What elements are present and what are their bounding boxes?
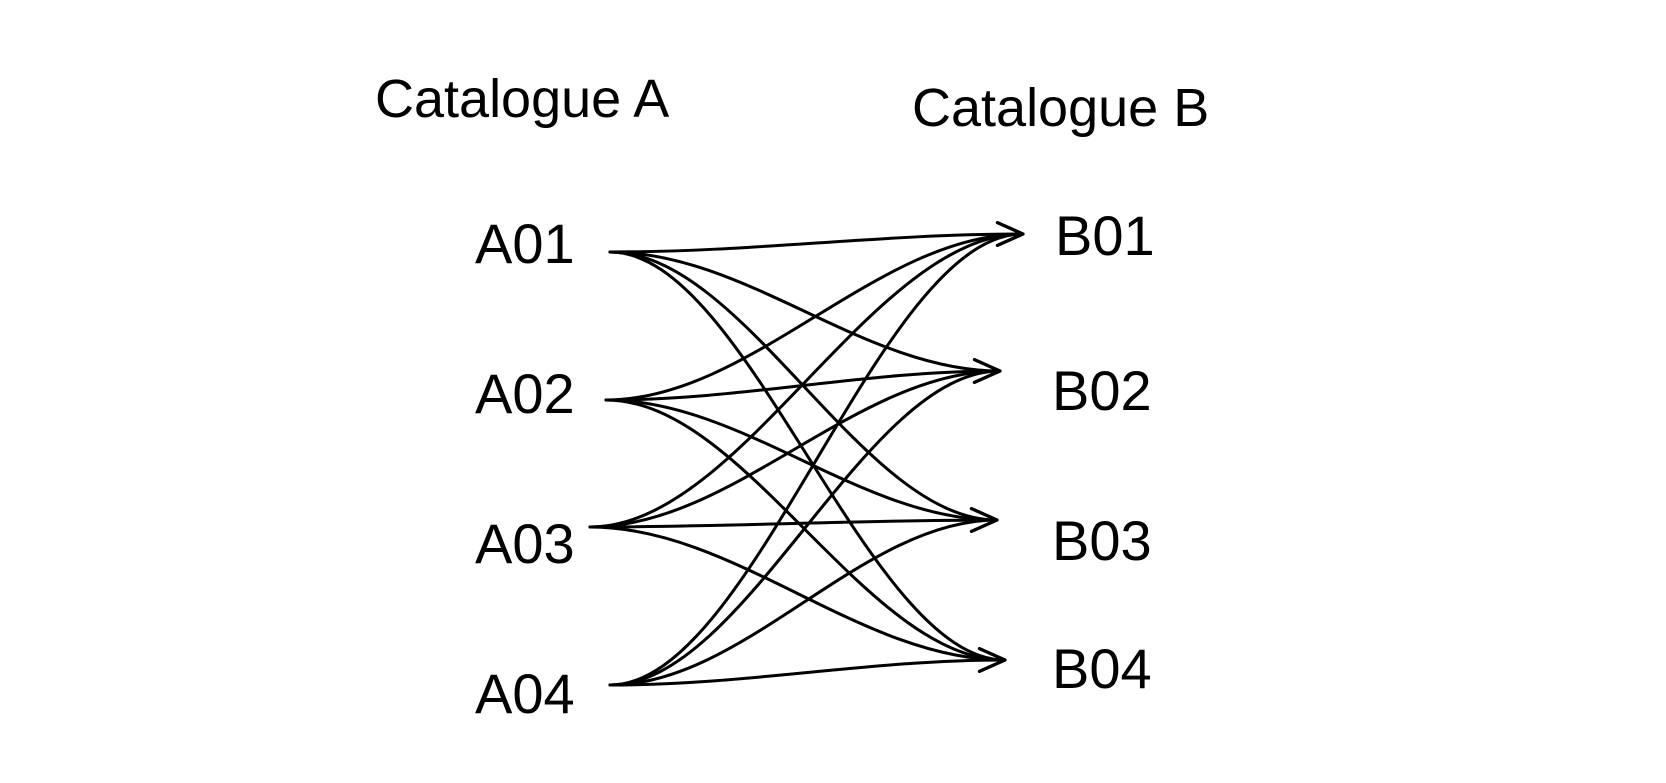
node-a04: A04 xyxy=(475,662,575,725)
node-b02: B02 xyxy=(1052,359,1152,422)
arrowhead-a04-b03-1 xyxy=(969,507,999,522)
node-b03: B03 xyxy=(1052,509,1152,572)
node-b01: B01 xyxy=(1055,204,1155,267)
edge-a04-b01 xyxy=(608,232,1025,687)
node-a02: A02 xyxy=(475,362,575,425)
catalogue-b-title: Catalogue B xyxy=(912,78,1209,138)
catalogue-a-title: Catalogue A xyxy=(375,69,669,129)
edge-a01-b04 xyxy=(608,250,1007,662)
edge-a02-b01 xyxy=(604,232,1025,402)
edge-a03-b03 xyxy=(588,518,999,529)
arrowhead-a04-b02-0 xyxy=(972,369,1002,384)
node-a01: A01 xyxy=(475,212,575,275)
edge-a02-b04 xyxy=(604,398,1007,662)
edge-a03-b04 xyxy=(588,525,1007,662)
node-a03: A03 xyxy=(475,512,575,575)
edge-a04-b03 xyxy=(608,518,999,687)
arrowhead-a04-b01-0 xyxy=(995,232,1025,247)
edge-a03-b02 xyxy=(588,369,1002,529)
edge-a04-b04 xyxy=(608,658,1007,687)
node-b04: B04 xyxy=(1052,637,1152,700)
arrowhead-a04-b01-1 xyxy=(995,221,1025,236)
edges-layer xyxy=(588,221,1025,687)
edge-a01-b01 xyxy=(608,232,1025,254)
arrowhead-a04-b04-1 xyxy=(977,647,1007,662)
edge-a03-b01 xyxy=(588,232,1025,529)
arrowhead-a04-b03-0 xyxy=(969,518,999,533)
arrowhead-a04-b04-0 xyxy=(977,658,1007,673)
edge-a04-b02 xyxy=(608,369,1002,687)
edge-a01-b02 xyxy=(608,250,1002,373)
arrowhead-a04-b02-1 xyxy=(972,358,1002,373)
edge-a02-b03 xyxy=(604,398,999,522)
